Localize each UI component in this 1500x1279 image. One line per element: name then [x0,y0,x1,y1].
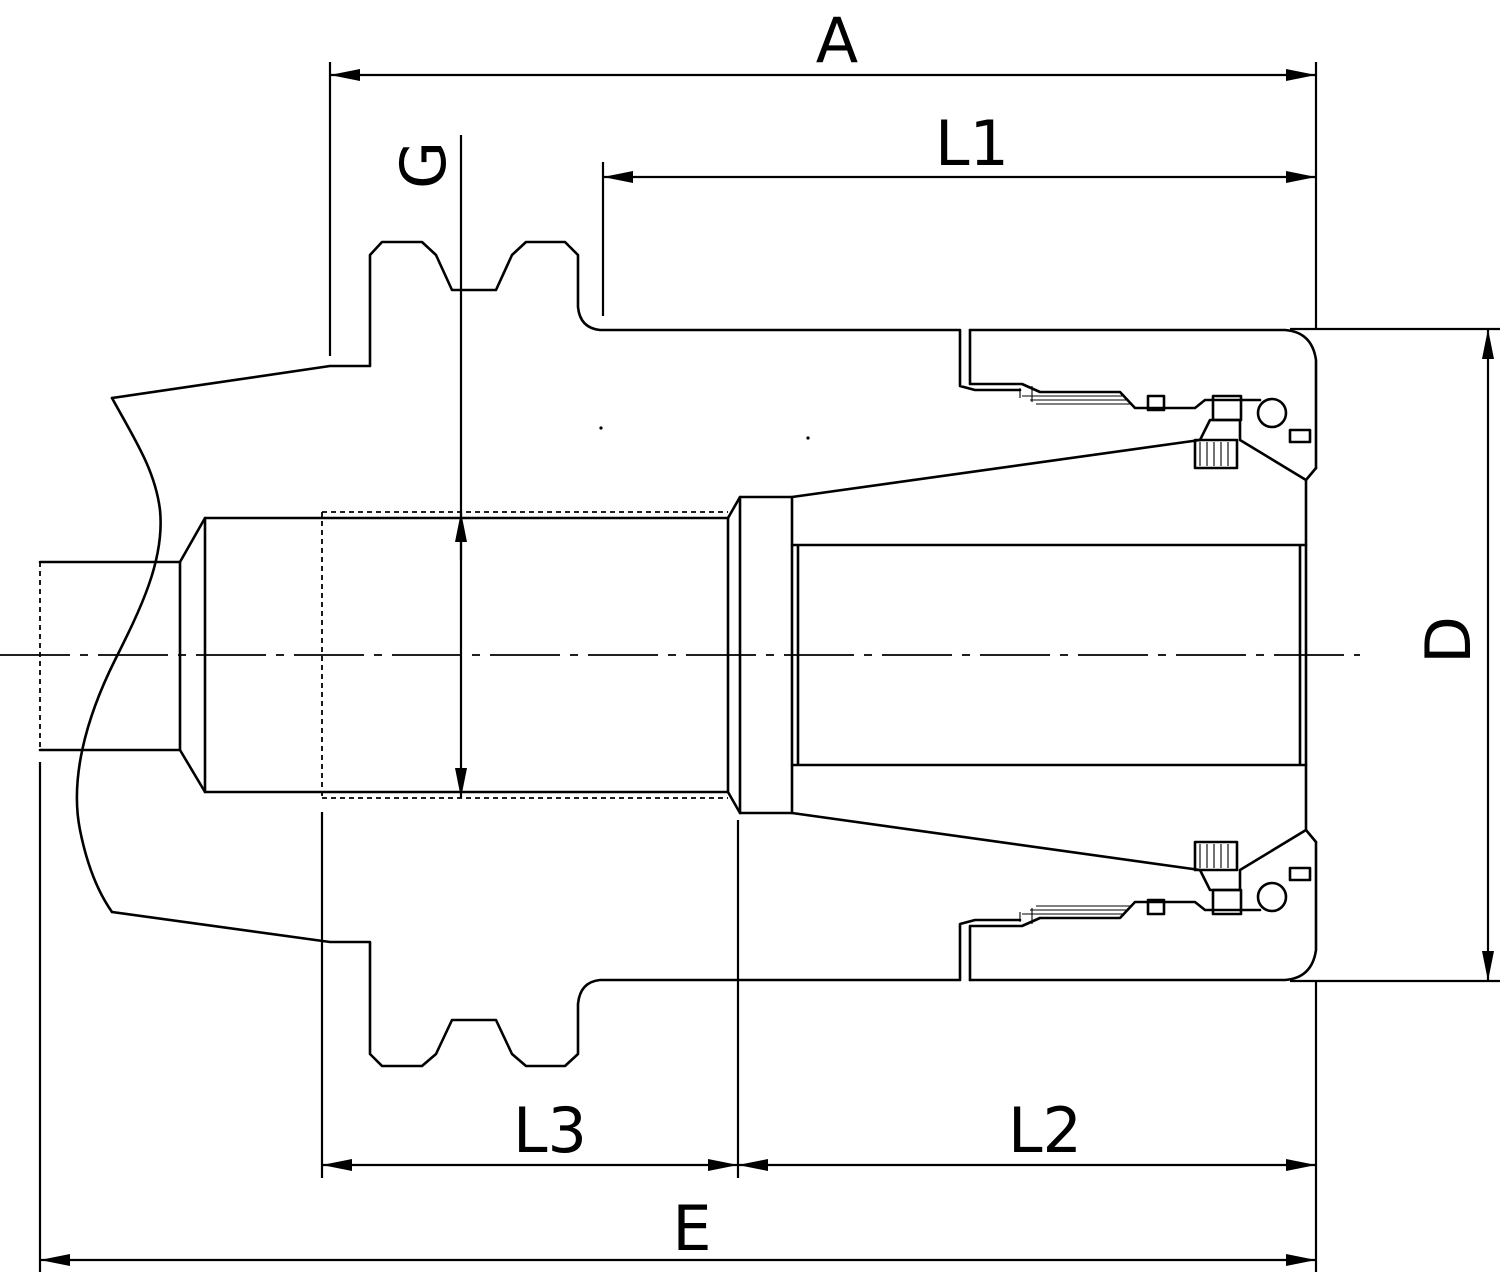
collet-taper-upper [790,418,1308,499]
label-G: G [387,141,460,189]
thread-hatch-lower [1019,905,1132,924]
nut-upper [968,328,1318,470]
nut-lower [968,840,1318,982]
label-L2: L2 [1008,1094,1082,1167]
break-line [75,396,162,914]
nut-lower-inner [968,900,1262,982]
body-outline-upper [110,240,1022,400]
mark-dot-1 [599,426,603,430]
label-A: A [816,4,858,77]
collet-taper-lower [790,811,1308,892]
collet-bore [790,543,1308,767]
nut-upper-tip [1304,466,1318,844]
mark-dot-2 [806,436,810,440]
label-D: D [1412,616,1485,664]
body-outline-lower [110,910,1022,1068]
label-L1: L1 [935,107,1009,180]
thread-hatch-upper [1019,386,1132,405]
spigot [178,495,794,815]
collet-ring-lower [1146,840,1312,916]
label-E: E [672,1192,711,1265]
stub-edges [38,560,182,752]
hidden-thread [321,511,728,799]
collet-ring-upper [1146,394,1312,470]
nut-upper-inner [968,328,1262,410]
label-L3: L3 [513,1094,587,1167]
